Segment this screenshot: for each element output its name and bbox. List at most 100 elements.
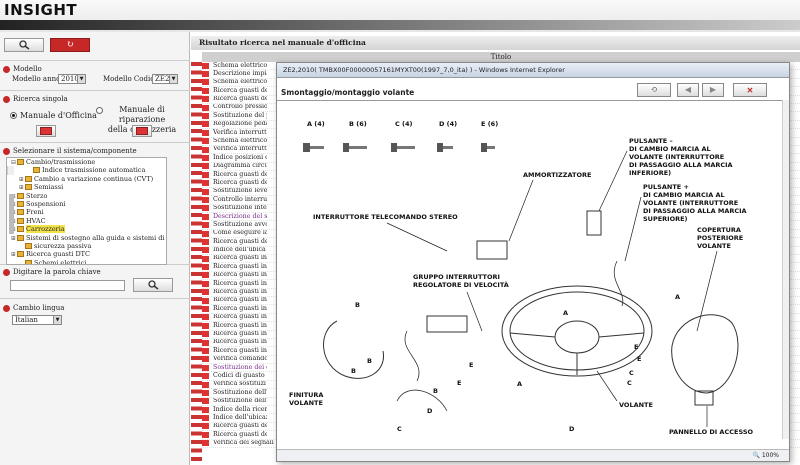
tree-item[interactable]: ⊞Carrozzeria xyxy=(7,225,166,234)
result-row-title[interactable]: Ricerca guasti in xyxy=(213,305,267,312)
result-row-title[interactable]: Ricerca guasti in xyxy=(213,254,267,262)
search-button[interactable] xyxy=(4,38,44,52)
modello-header-label: Modello xyxy=(13,65,42,73)
codice-select[interactable]: ZE2 ▼ xyxy=(152,74,178,84)
result-row-title[interactable]: Ricerca guasti de xyxy=(213,238,267,245)
result-row-title[interactable]: Ricerca guasti de xyxy=(213,95,267,103)
tree-item[interactable]: ⊞Semiassi xyxy=(7,183,166,191)
result-row-title[interactable]: Sostituzione leve xyxy=(213,187,267,195)
result-row-title[interactable]: Ricerca guasti in xyxy=(213,347,267,354)
scrollbar-thumb[interactable] xyxy=(9,194,14,235)
prev-button[interactable]: ◀ xyxy=(677,83,699,97)
doc-icon xyxy=(202,347,209,354)
result-row-title[interactable]: Indice della ricerc xyxy=(213,406,267,413)
result-row-title[interactable]: Ricerca guasti in xyxy=(213,313,267,321)
result-row-title[interactable]: Ricerca guasti in xyxy=(213,271,267,279)
result-row-title[interactable]: Sostituzione avvo xyxy=(213,221,267,228)
result-row-title[interactable]: Verifica interrutt xyxy=(213,129,267,136)
expand-icon[interactable]: ⊞ xyxy=(11,234,17,242)
result-row-title[interactable]: Ricerca guasti in xyxy=(213,296,267,304)
result-row-title[interactable]: Regolazione peda xyxy=(213,120,267,128)
result-row-title[interactable]: Ricerca guasti in xyxy=(213,280,267,287)
tree-item[interactable]: ⊞Sistemi di sostegno alla guida e sistem… xyxy=(7,234,166,242)
callout-telecomando: INTERRUTTORE TELECOMANDO STEREO xyxy=(313,213,458,221)
fastener-c-label: C (4) xyxy=(395,120,413,128)
letter-c: C xyxy=(397,425,402,433)
result-row-title[interactable]: Ricerca guasti in xyxy=(213,338,267,346)
result-row-title[interactable]: Ricerca guasti in xyxy=(213,263,267,270)
result-row-title[interactable]: Schema elettrico xyxy=(213,137,267,145)
result-row-title[interactable]: Ricerca guasti de xyxy=(213,431,267,438)
tree-item[interactable]: ⊞Sospensioni xyxy=(7,200,166,208)
result-row-title[interactable]: Sostituzione dei c xyxy=(213,364,267,371)
result-row-title[interactable]: Verifica sostituzi xyxy=(213,380,266,388)
tree-item[interactable]: sicurezza passiva xyxy=(7,242,166,250)
result-row-title[interactable]: Come eseguire la xyxy=(213,229,267,237)
result-row-title[interactable]: Controllo pressio xyxy=(213,103,267,111)
tree-item[interactable]: Schemi elettrici xyxy=(7,259,166,264)
expand-icon[interactable]: ⊞ xyxy=(19,184,25,192)
result-row-title[interactable]: Descrizione del s xyxy=(213,213,267,220)
anno-select[interactable]: 2010 ▼ xyxy=(58,74,86,84)
result-row-title[interactable]: Ricerca guasti de xyxy=(213,179,267,186)
result-row-title[interactable]: Descrizione impia xyxy=(213,70,267,77)
result-row-title[interactable]: Codici di guasto d xyxy=(213,372,267,379)
result-row-title[interactable]: Indice dell'ubicaz xyxy=(213,414,267,421)
result-row-title[interactable]: Sostituzione dell' xyxy=(213,389,267,396)
result-row-title[interactable]: Schema elettrico xyxy=(213,62,267,69)
book-carrozzeria-button[interactable] xyxy=(132,125,152,137)
result-row-title[interactable]: Indice dell'ubica xyxy=(213,246,266,254)
result-row-title[interactable]: Sostituzione del p xyxy=(213,112,267,119)
result-row-title[interactable]: Indice posizioni c xyxy=(213,154,267,161)
tree-item[interactable]: ⊞Cambio a variazione continua (CVT) xyxy=(7,175,166,183)
expand-icon[interactable]: ⊟ xyxy=(11,159,17,166)
letter-b: B xyxy=(367,357,372,365)
clear-button[interactable]: ↻ xyxy=(50,38,90,52)
doc-icon xyxy=(202,129,209,136)
radio-officina[interactable]: Manuale d'Officina xyxy=(10,111,97,120)
result-row-title[interactable]: Ricerca guasti in xyxy=(213,330,267,338)
folder-icon xyxy=(25,184,32,191)
result-row-title[interactable]: Controllo interrut xyxy=(213,196,267,203)
callout-ammortizzatore: AMMORTIZZATORE xyxy=(523,171,591,179)
result-row-title[interactable]: Ricerca guasti de xyxy=(213,87,267,94)
keyword-search-button[interactable] xyxy=(133,278,173,292)
tree-item[interactable]: ⊞Ricerca guasti DTC xyxy=(7,250,166,258)
tree-scrollbar[interactable] xyxy=(7,166,14,235)
results-title: Risultato ricerca nel manuale d'officina xyxy=(191,36,800,50)
folder-icon xyxy=(17,226,24,233)
keyword-input[interactable] xyxy=(10,280,125,291)
tree-item[interactable]: ⊞Sterzo xyxy=(7,192,166,200)
result-row-title[interactable]: Verifica comando xyxy=(213,355,267,363)
lingua-select[interactable]: Italian ▼ xyxy=(12,315,62,325)
tree-item[interactable]: Indice trasmissione automatica xyxy=(7,166,166,174)
close-button[interactable]: ✕ xyxy=(733,83,767,97)
result-row-title[interactable]: Verifica interrutt xyxy=(213,145,267,153)
expand-icon[interactable]: ⊞ xyxy=(19,175,25,183)
doc-icon xyxy=(202,364,209,371)
result-row-title[interactable]: Schema elettrico xyxy=(213,78,267,86)
divider xyxy=(0,90,190,91)
zoom-level[interactable]: 100% xyxy=(761,452,779,459)
result-row-title[interactable]: Sostituzione dell' xyxy=(213,397,267,405)
tree-item[interactable]: ⊞HVAC xyxy=(7,217,166,225)
result-row-title[interactable]: Sostituzione inter xyxy=(213,204,267,212)
result-row-title[interactable]: Ricerca guasti in xyxy=(213,322,267,329)
results-marker-strip xyxy=(191,62,202,465)
result-row-title[interactable]: Ricerca guasti de xyxy=(213,422,267,430)
book-officina-button[interactable] xyxy=(36,125,56,137)
column-header-titolo[interactable]: Titolo xyxy=(202,52,800,62)
diagram-scrollbar[interactable] xyxy=(782,100,789,439)
result-row-title[interactable]: Ricerca guasti de xyxy=(213,171,267,178)
letter-e: E xyxy=(634,343,638,351)
back-button[interactable]: ⟲ xyxy=(637,83,671,97)
callout-gruppo-2: REGOLATORE DI VELOCITÀ xyxy=(413,280,509,289)
tree-item[interactable]: ⊟Cambio/trasmissione xyxy=(7,158,166,166)
next-button[interactable]: ▶ xyxy=(702,83,724,97)
result-row-title[interactable]: Diagramma circui xyxy=(213,162,267,170)
letter-c: C xyxy=(629,369,634,377)
result-row-title[interactable]: Ricerca guasti in xyxy=(213,288,267,296)
tree-item[interactable]: ⊞Freni xyxy=(7,208,166,216)
expand-icon[interactable]: ⊞ xyxy=(11,251,17,259)
